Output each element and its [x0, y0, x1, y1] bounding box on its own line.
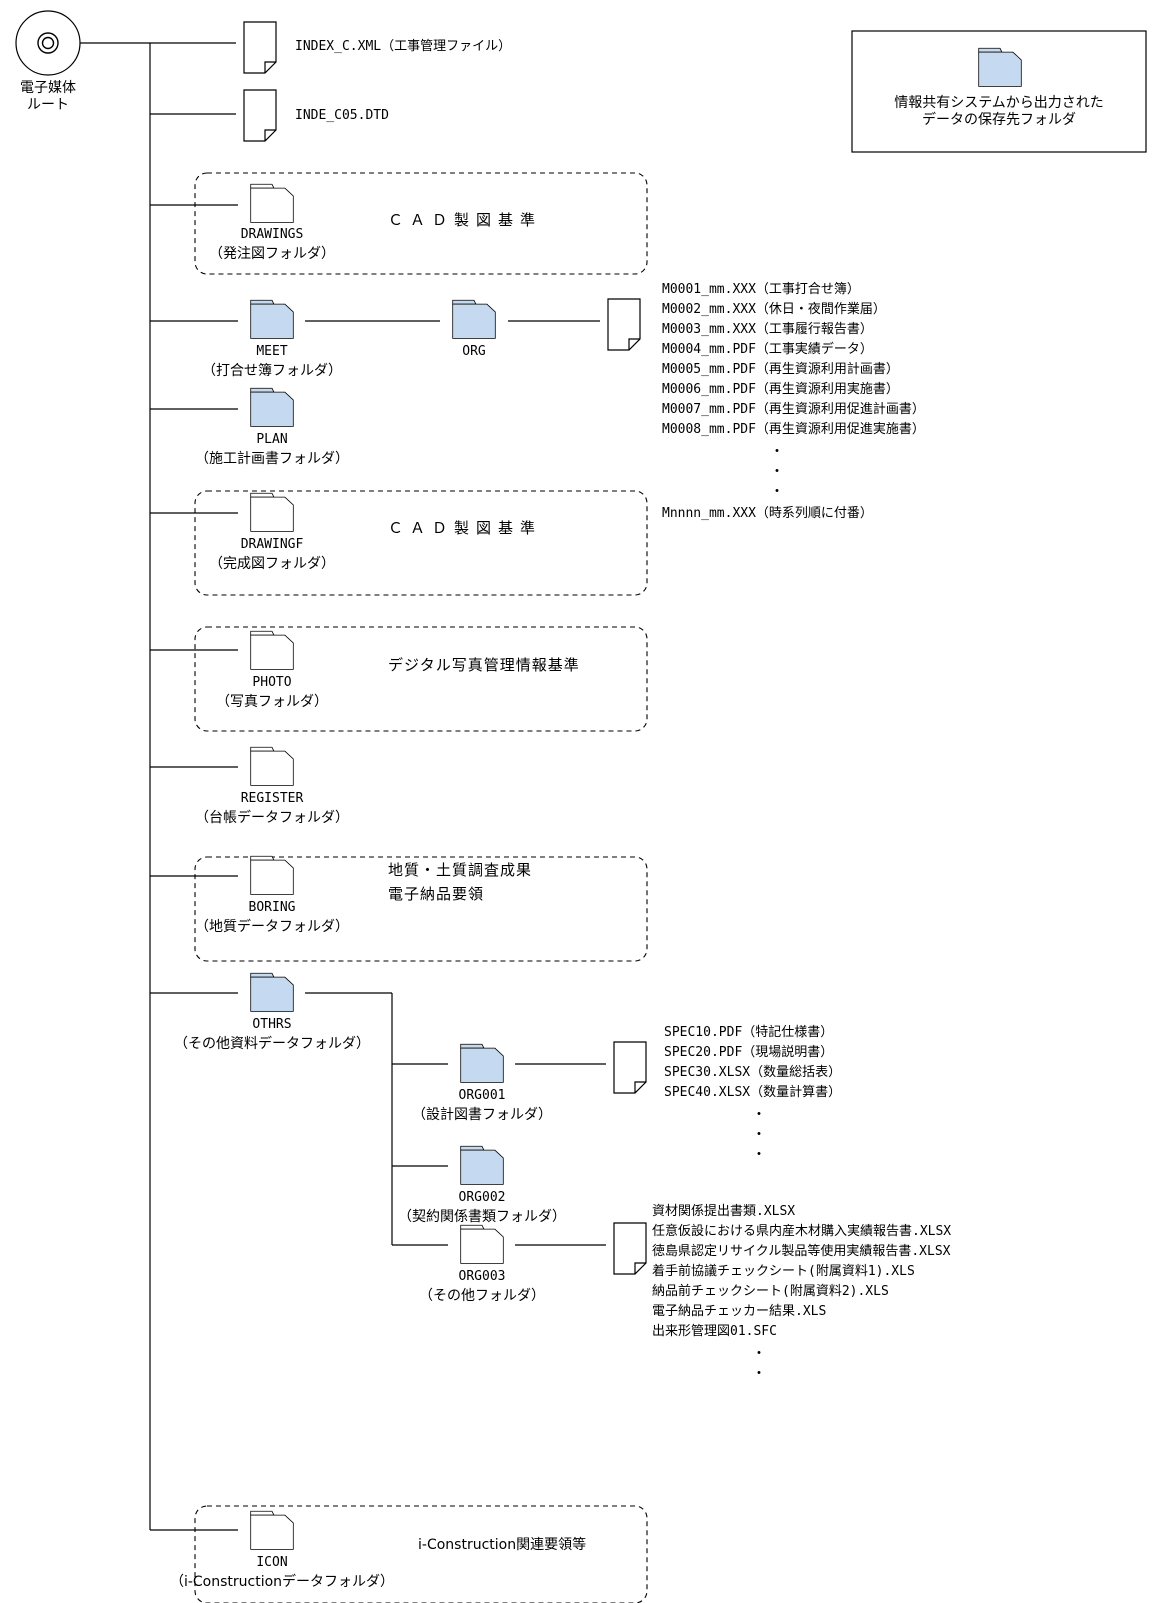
meet-file-last: Mnnnn_mm.XXX（時系列順に付番） — [662, 506, 873, 521]
meet-folder-desc: （打合せ簿フォルダ） — [202, 363, 342, 379]
org001-file-1: SPEC20.PDF（現場説明書） — [664, 1045, 834, 1060]
org003-file-6: 出来形管理図01.SFC — [652, 1324, 777, 1339]
othrs-folder-icon — [250, 972, 294, 1012]
meet-file-3: M0004_mm.PDF（工事実績データ） — [662, 342, 873, 357]
othrs-folder-name: OTHRS — [252, 1017, 292, 1032]
drawings-folder-desc: （発注図フォルダ） — [209, 246, 335, 262]
org003-folder-name: ORG003 — [458, 1269, 506, 1284]
org003-file-2: 徳島県認定リサイクル製品等使用実績報告書.XLSX — [652, 1244, 951, 1259]
meet-folder-name: MEET — [256, 344, 288, 359]
org003-file-1: 任意仮設における県内産木材購入実績報告書.XLSX — [652, 1224, 952, 1239]
drawings-standard: ＣＡＤ製図基準 — [388, 211, 543, 229]
plan-folder-name: PLAN — [256, 432, 288, 447]
othrs-folder-desc: （その他資料データフォルダ） — [174, 1036, 370, 1052]
org001-file-3: SPEC40.XLSX（数量計算書） — [664, 1085, 842, 1100]
boring-group-box — [194, 856, 648, 962]
photo-group-box — [194, 626, 648, 732]
icon-standard: i-Construction関連要領等 — [418, 1537, 587, 1553]
legend-folder-icon — [978, 47, 1022, 87]
drawingf-folder-icon — [250, 492, 294, 532]
org001-ellipsis-3: ・ — [752, 1147, 766, 1163]
meet-file-2: M0003_mm.XXX（工事履行報告書） — [662, 322, 873, 337]
boring-folder-desc: （地質データフォルダ） — [195, 919, 349, 935]
meet-file-1: M0002_mm.XXX（休日・夜間作業届） — [662, 302, 886, 317]
plan-folder-desc: （施工計画書フォルダ） — [195, 451, 349, 467]
org-folder-name: ORG — [462, 344, 486, 359]
org001-file-2: SPEC30.XLSX（数量総括表） — [664, 1065, 842, 1080]
photo-folder-name: PHOTO — [252, 675, 292, 690]
dtd-file-icon — [243, 89, 277, 142]
meet-ellipsis-1: ・ — [770, 444, 784, 460]
org001-ellipsis-1: ・ — [752, 1107, 766, 1123]
org003-files-icon — [613, 1222, 647, 1275]
meet-folder-icon — [250, 299, 294, 339]
org003-file-5: 電子納品チェッカー結果.XLS — [652, 1304, 827, 1319]
org002-folder-icon — [460, 1145, 504, 1185]
register-folder-desc: （台帳データフォルダ） — [195, 810, 349, 826]
photo-folder-desc: （写真フォルダ） — [216, 694, 328, 710]
index-dtd-label: INDE_C05.DTD — [295, 108, 389, 123]
org001-ellipsis-2: ・ — [752, 1127, 766, 1143]
meet-file-0: M0001_mm.XXX（工事打合せ簿） — [662, 282, 860, 297]
register-folder-icon — [250, 746, 294, 786]
org002-folder-name: ORG002 — [458, 1190, 506, 1205]
org003-file-3: 着手前協議チェックシート(附属資料1).XLS — [652, 1264, 915, 1279]
drawingf-folder-desc: （完成図フォルダ） — [209, 556, 335, 572]
xml-file-icon — [243, 21, 277, 74]
photo-folder-icon — [250, 630, 294, 670]
plan-folder-icon — [250, 387, 294, 427]
org001-file-0: SPEC10.PDF（特記仕様書） — [664, 1025, 834, 1040]
org003-ellipsis-2: ・ — [752, 1366, 766, 1382]
cd-disc-icon — [15, 10, 81, 76]
icon-folder-icon — [250, 1510, 294, 1550]
org003-folder-desc: （その他フォルダ） — [419, 1288, 545, 1304]
tree-lines — [80, 42, 606, 1531]
icon-folder-desc: （i-Constructionデータフォルダ） — [169, 1574, 395, 1590]
org001-files-icon — [613, 1041, 647, 1094]
boring-folder-name: BORING — [248, 900, 296, 915]
drawings-group-box — [194, 172, 648, 275]
org-folder-icon — [452, 299, 496, 339]
org001-folder-icon — [460, 1043, 504, 1083]
index-xml-label: INDEX_C.XML（工事管理ファイル） — [295, 39, 512, 54]
boring-standard-line-2: 電子納品要領 — [388, 885, 485, 903]
register-folder-name: REGISTER — [240, 791, 304, 806]
org002-folder-desc: （契約関係書類フォルダ） — [398, 1209, 566, 1225]
meet-ellipsis-3: ・ — [770, 484, 784, 500]
boring-standard-line-1: 地質・土質調査成果 — [388, 861, 533, 879]
photo-standard: デジタル写真管理情報基準 — [388, 656, 580, 674]
org001-folder-desc: （設計図書フォルダ） — [412, 1107, 552, 1123]
root-label: 電子媒体 ルート — [20, 80, 76, 113]
meet-file-6: M0007_mm.PDF（再生資源利用促進計画書） — [662, 402, 925, 417]
drawingf-standard: ＣＡＤ製図基準 — [388, 519, 543, 537]
meet-files-icon — [607, 298, 641, 351]
org003-file-4: 納品前チェックシート(附属資料2).XLS — [652, 1284, 889, 1299]
org003-file-0: 資材関係提出書類.XLSX — [652, 1204, 796, 1219]
org001-folder-name: ORG001 — [458, 1088, 506, 1103]
meet-file-7: M0008_mm.PDF（再生資源利用促進実施書） — [662, 422, 925, 437]
meet-ellipsis-2: ・ — [770, 464, 784, 480]
meet-file-5: M0006_mm.PDF（再生資源利用実施書） — [662, 382, 899, 397]
boring-folder-icon — [250, 855, 294, 895]
legend-text: 情報共有システムから出力された データの保存先フォルダ — [894, 95, 1104, 128]
drawings-folder-name: DRAWINGS — [240, 227, 304, 242]
icon-group-box — [194, 1505, 648, 1603]
drawings-folder-icon — [250, 183, 294, 223]
drawingf-group-box — [194, 490, 648, 596]
org003-ellipsis-1: ・ — [752, 1346, 766, 1362]
drawingf-folder-name: DRAWINGF — [240, 537, 304, 552]
meet-file-4: M0005_mm.PDF（再生資源利用計画書） — [662, 362, 899, 377]
org003-folder-icon — [460, 1224, 504, 1264]
icon-folder-name: ICON — [256, 1555, 288, 1570]
